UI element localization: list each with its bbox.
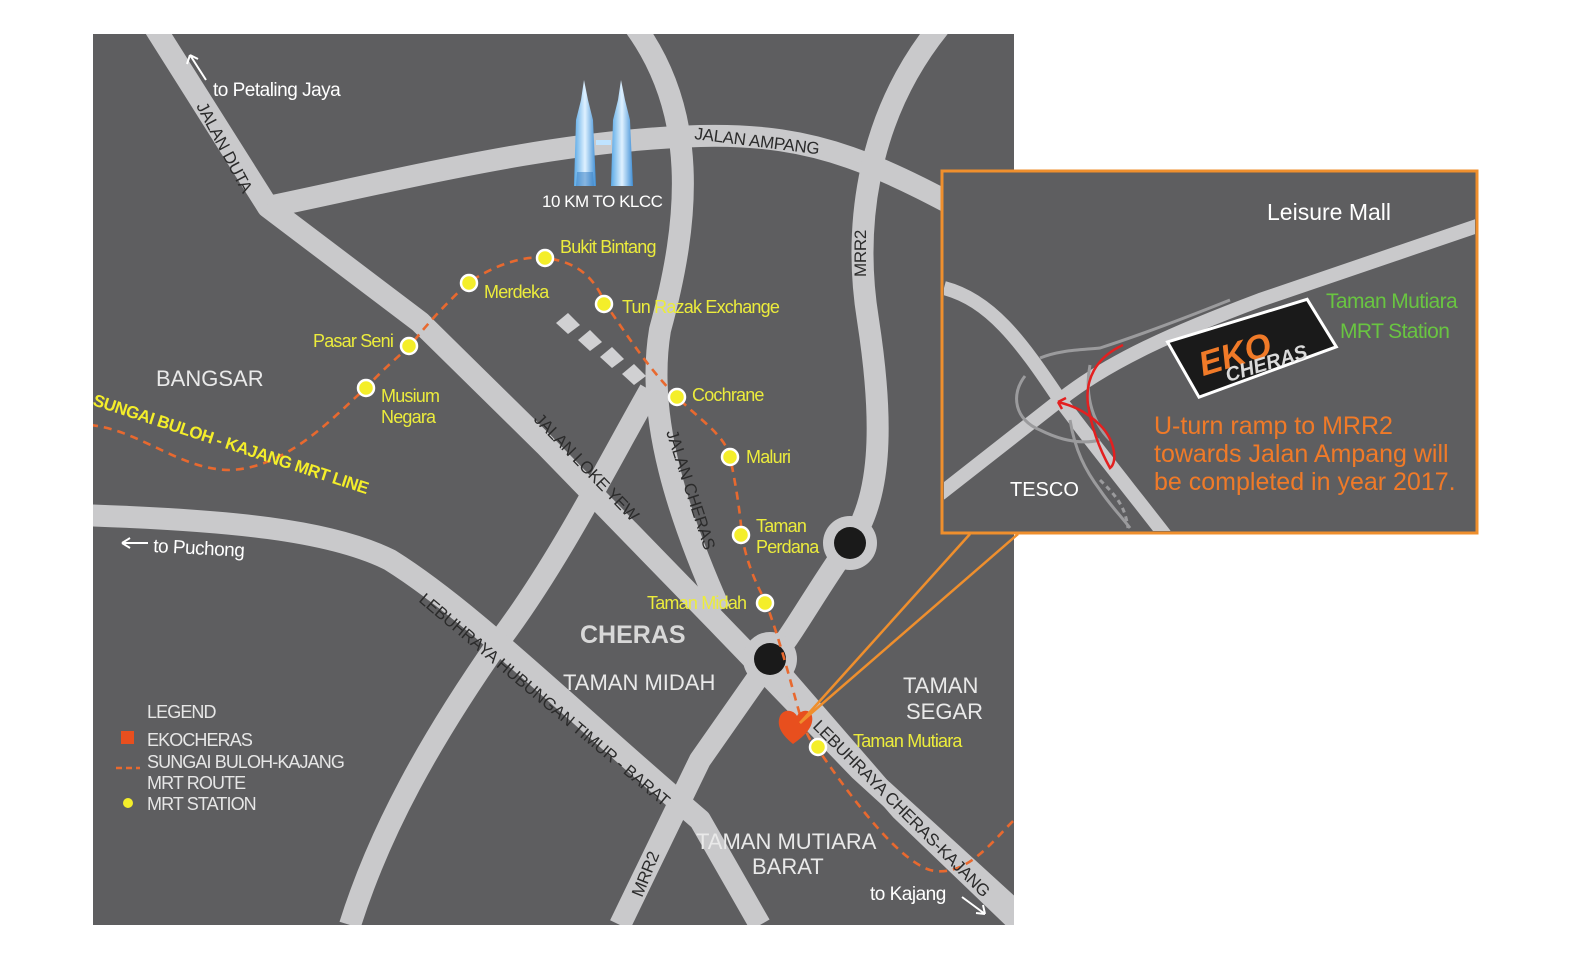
inset-note-line-2: towards Jalan Ampang will	[1154, 440, 1449, 468]
road-mrr2-north	[761, 34, 948, 668]
station-taman-mutiara: Taman Mutiara	[808, 731, 964, 757]
svg-text:Taman Midah: Taman Midah	[647, 593, 746, 613]
svg-text:Tun Razak Exchange: Tun Razak Exchange	[622, 297, 780, 317]
inset-dashed-ramp	[1098, 478, 1130, 529]
svg-text:Merdeka: Merdeka	[484, 282, 550, 302]
mrt-stations: Bukit Bintang Merdeka Tun Razak Exchange…	[313, 237, 964, 757]
legend-ekocheras-swatch	[121, 731, 134, 744]
inset-note-line-1: U-turn ramp to MRR2	[1154, 412, 1393, 440]
legend-route-label-1: SUNGAI BULOH-KAJANG	[147, 752, 344, 772]
petronas-towers-icon	[574, 80, 633, 186]
area-mutiara-barat-1: TAMAN MUTIARA	[696, 829, 877, 854]
area-mutiara-barat-2: BARAT	[752, 854, 824, 879]
legend-station-label: MRT STATION	[147, 794, 256, 814]
svg-text:to Kajang: to Kajang	[870, 884, 946, 905]
inset-note-line-3: be completed in year 2017.	[1154, 468, 1456, 496]
legend-title: LEGEND	[147, 702, 217, 722]
main-map: to Petaling Jaya to Puchong to Kajang 10…	[91, 34, 1014, 925]
road-label-mrr2-north: MRR2	[851, 230, 870, 277]
inset-mrt-station-2: MRT Station	[1340, 320, 1449, 343]
road-jalan-ampang	[265, 124, 1006, 240]
svg-text:Perdana: Perdana	[756, 537, 820, 557]
svg-text:Cochrane: Cochrane	[692, 385, 764, 405]
legend-route-label-2: MRT ROUTE	[147, 773, 246, 793]
inset-tesco: TESCO	[1010, 479, 1079, 501]
area-taman-segar-2: SEGAR	[906, 699, 983, 724]
road-jalan-cheras	[626, 34, 731, 615]
station-cochrane: Cochrane	[667, 385, 765, 407]
station-bukit-bintang: Bukit Bintang	[535, 237, 656, 268]
station-taman-midah: Taman Midah	[647, 593, 775, 613]
svg-text:Maluri: Maluri	[746, 447, 790, 467]
klcc-distance-label: 10 KM TO KLCC	[542, 192, 663, 211]
legend-station-swatch	[123, 798, 133, 808]
inset-callout-lines	[799, 533, 1019, 724]
svg-text:Taman Mutiara: Taman Mutiara	[853, 731, 963, 751]
inset-leisure-mall: Leisure Mall	[1267, 199, 1391, 225]
svg-text:to Petaling Jaya: to Petaling Jaya	[213, 80, 341, 101]
svg-text:to Puchong: to Puchong	[153, 536, 245, 562]
area-cheras: CHERAS	[580, 621, 686, 649]
inset-map: Leisure Mall Taman Mutiara MRT Station T…	[940, 169, 1479, 535]
svg-text:Taman: Taman	[756, 516, 806, 536]
svg-text:Bukit Bintang: Bukit Bintang	[560, 237, 656, 257]
inset-uturn-ramp	[1057, 343, 1124, 470]
station-musium-negara: Musium Negara	[356, 378, 440, 427]
station-maluri: Maluri	[720, 447, 791, 467]
direction-kajang: to Kajang	[870, 884, 986, 915]
road-mrr2-south	[610, 653, 780, 925]
svg-text:Pasar Seni: Pasar Seni	[313, 331, 393, 351]
svg-text:Negara: Negara	[381, 407, 437, 427]
station-taman-perdana: Taman Perdana	[731, 516, 821, 557]
legend: LEGEND EKOCHERAS SUNGAI BULOH-KAJANG MRT…	[116, 702, 345, 814]
direction-petaling-jaya: to Petaling Jaya	[186, 54, 342, 101]
road-hubungan	[93, 504, 770, 925]
under-construction-marks	[556, 313, 646, 385]
direction-puchong: to Puchong	[121, 536, 245, 562]
inset-mrt-station-1: Taman Mutiara	[1326, 290, 1458, 313]
legend-ekocheras-label: EKOCHERAS	[147, 730, 253, 750]
svg-text:Musium: Musium	[381, 386, 439, 406]
area-taman-midah: TAMAN MIDAH	[563, 670, 715, 695]
inset-ramps	[1015, 298, 1231, 529]
station-merdeka: Merdeka	[459, 273, 551, 302]
station-pasar-seni: Pasar Seni	[313, 331, 419, 356]
area-bangsar: BANGSAR	[156, 366, 264, 391]
station-tun-razak-exchange: Tun Razak Exchange	[594, 294, 781, 317]
area-taman-segar-1: TAMAN	[903, 673, 978, 698]
inset-road-main	[944, 219, 1475, 500]
